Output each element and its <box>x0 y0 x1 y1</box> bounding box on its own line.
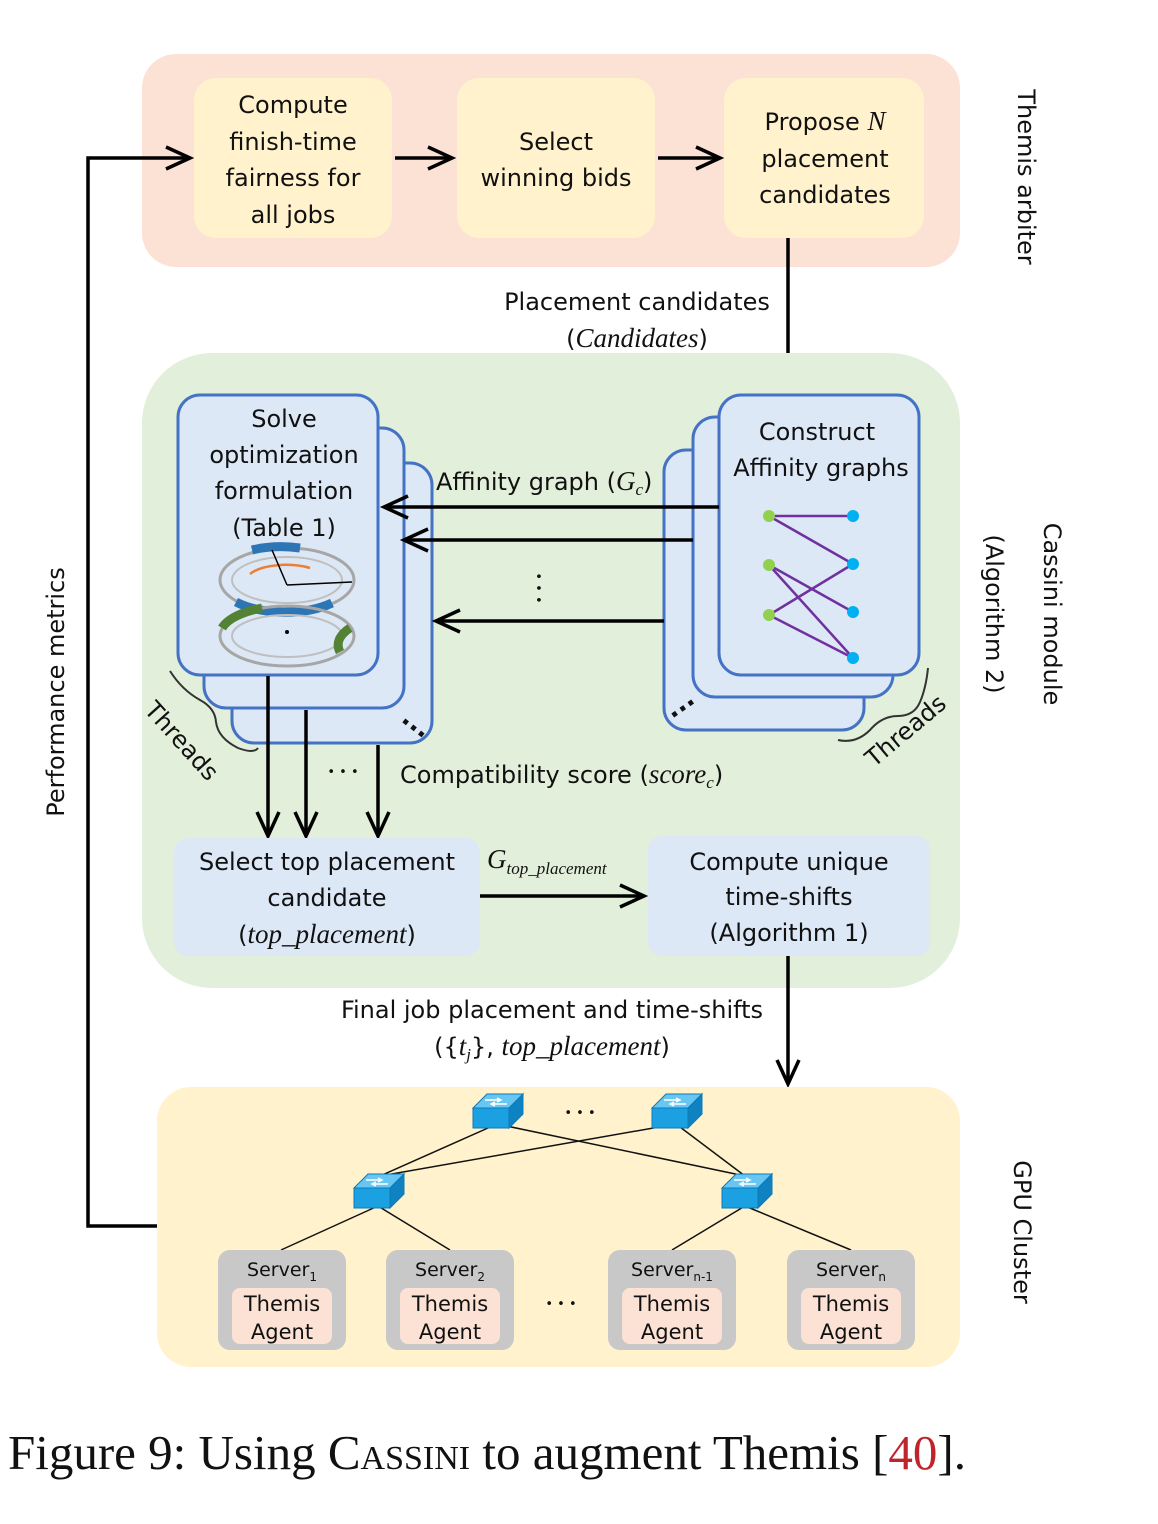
compute-fairness-line: fairness for <box>226 164 361 192</box>
select-top-line: candidate <box>267 884 386 912</box>
score-dots: • • • <box>327 765 358 780</box>
solve-line: Solve <box>251 405 317 433</box>
server-name: Server2 <box>415 1259 485 1284</box>
server-n: Servern Themis Agent <box>787 1250 915 1350</box>
cassini-module-label: Cassini module <box>1038 523 1066 706</box>
gpu-cluster-region <box>157 1087 960 1367</box>
themis-arbiter-label: Themis arbiter <box>1012 88 1040 264</box>
time-shift-line: Compute unique <box>689 848 888 876</box>
server-n-minus-1: Servern-1 Themis Agent <box>608 1250 736 1350</box>
candidates-edge-sublabel: (Candidates) <box>566 323 708 353</box>
solve-optimization-stack: Solve optimization formulation (Table 1)… <box>176 393 438 745</box>
server-dots: • • • <box>545 1297 576 1312</box>
agent-label: Agent <box>251 1320 313 1344</box>
final-edge-sublabel: ({tj}, top_placement) <box>434 1031 670 1064</box>
affinity-dots: • • • <box>530 572 545 603</box>
agent-label: Themis <box>812 1292 889 1316</box>
server-name: Server1 <box>247 1259 317 1284</box>
agent-label: Agent <box>820 1320 882 1344</box>
threads-brace-right <box>837 667 929 742</box>
gpu-cluster-label: GPU Cluster <box>1008 1160 1036 1304</box>
construct-affinity-stack: Construct Affinity graphs ... <box>659 393 921 732</box>
figure-caption: Figure 9: Using Cassini to augment Themi… <box>8 1425 966 1480</box>
select-top-placement-box: Select top placement candidate (top_plac… <box>174 838 480 956</box>
final-edge-label: Final job placement and time-shifts <box>341 996 763 1024</box>
cassini-algorithm-label: (Algorithm 2) <box>980 534 1008 693</box>
compute-fairness-line: all jobs <box>251 201 336 229</box>
select-top-italic: (top_placement) <box>238 919 416 949</box>
performance-metrics-label: Performance metrics <box>42 567 70 817</box>
agent-label: Themis <box>411 1292 488 1316</box>
top-placement-edge-label: Gtop_placement <box>487 844 608 878</box>
solve-line: optimization <box>209 441 358 469</box>
propose-candidates-box: Propose N placement candidates <box>724 78 924 238</box>
time-shift-line: time-shifts <box>725 883 852 911</box>
compute-time-shifts-box: Compute unique time-shifts (Algorithm 1) <box>648 836 930 956</box>
threads-brace-left <box>169 670 259 752</box>
server-name: Servern-1 <box>631 1259 713 1284</box>
compute-fairness-line: finish-time <box>229 128 357 156</box>
server-1: Server1 Themis Agent <box>218 1250 346 1350</box>
time-shift-line: (Algorithm 1) <box>709 919 868 947</box>
agent-label: Themis <box>633 1292 710 1316</box>
propose-line: candidates <box>759 181 891 209</box>
compute-fairness-box: Compute finish-time fairness for all job… <box>194 78 392 238</box>
select-bids-line: winning bids <box>480 164 631 192</box>
solve-line: formulation <box>215 477 354 505</box>
select-winning-bids-box: Select winning bids <box>457 78 655 238</box>
performance-metrics-loop <box>86 158 190 1228</box>
agent-label: Agent <box>419 1320 481 1344</box>
solve-line: (Table 1) <box>232 514 336 542</box>
select-bids-line: Select <box>519 128 593 156</box>
propose-line: placement <box>761 145 888 173</box>
affinity-graph-label: Affinity graph (Gc) <box>436 466 652 499</box>
select-top-line: Select top placement <box>199 848 455 876</box>
server-2: Server2 Themis Agent <box>386 1250 514 1350</box>
construct-line: Construct <box>759 418 875 446</box>
propose-line-1: Propose N <box>765 106 888 136</box>
switch-dots: • • • <box>564 1106 595 1121</box>
affinity-graph-icon <box>763 510 859 664</box>
agent-label: Themis <box>243 1292 320 1316</box>
reference-link[interactable]: 40 <box>888 1425 938 1480</box>
compatibility-rings-icon <box>218 542 356 668</box>
candidates-edge-label: Placement candidates <box>504 288 770 316</box>
network-links <box>280 1123 852 1251</box>
agent-label: Agent <box>641 1320 703 1344</box>
compatibility-score-label: Compatibility score (scorec) <box>400 759 723 792</box>
construct-line: Affinity graphs <box>733 454 909 482</box>
compute-fairness-line: Compute <box>238 91 347 119</box>
server-name: Servern <box>816 1259 886 1284</box>
